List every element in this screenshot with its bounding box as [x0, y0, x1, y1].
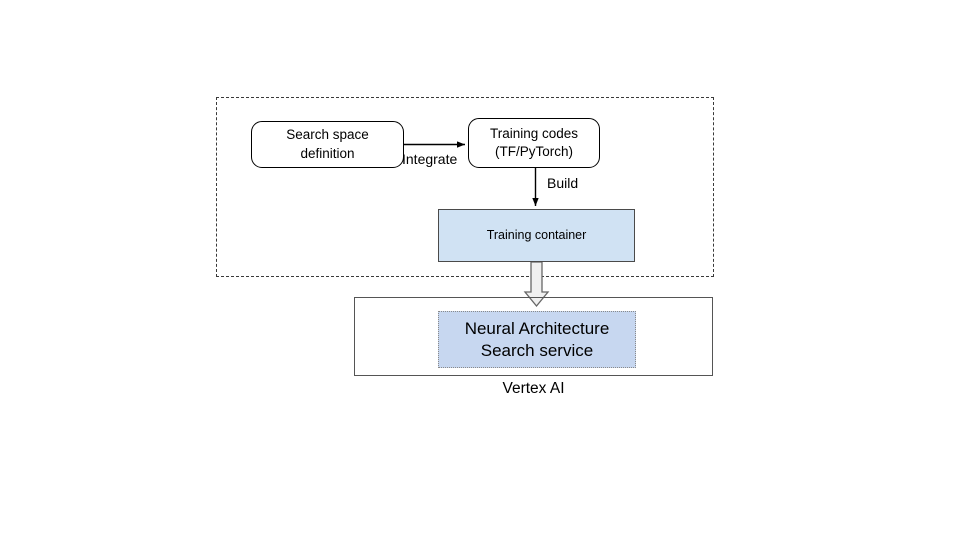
node-search-space-label: Search space definition — [286, 127, 369, 161]
edge-label-build: Build — [547, 175, 579, 191]
node-search-space-definition[interactable]: Search space definition — [251, 121, 404, 168]
edge-label-integrate: Integrate — [402, 151, 458, 167]
node-training-codes[interactable]: Training codes (TF/PyTorch) — [468, 118, 600, 168]
dashed-group-region — [216, 97, 714, 277]
node-training-container[interactable]: Training container — [438, 209, 635, 262]
node-nas-service-label: Neural Architecture Search service — [464, 319, 610, 360]
node-neural-architecture-search-service[interactable]: Neural Architecture Search service — [438, 311, 636, 368]
node-training-codes-label: Training codes (TF/PyTorch) — [489, 125, 579, 159]
container-vertex-ai-label: Vertex AI — [502, 380, 565, 397]
node-training-container-label: Training container — [486, 228, 587, 243]
container-vertex-ai — [354, 297, 713, 376]
